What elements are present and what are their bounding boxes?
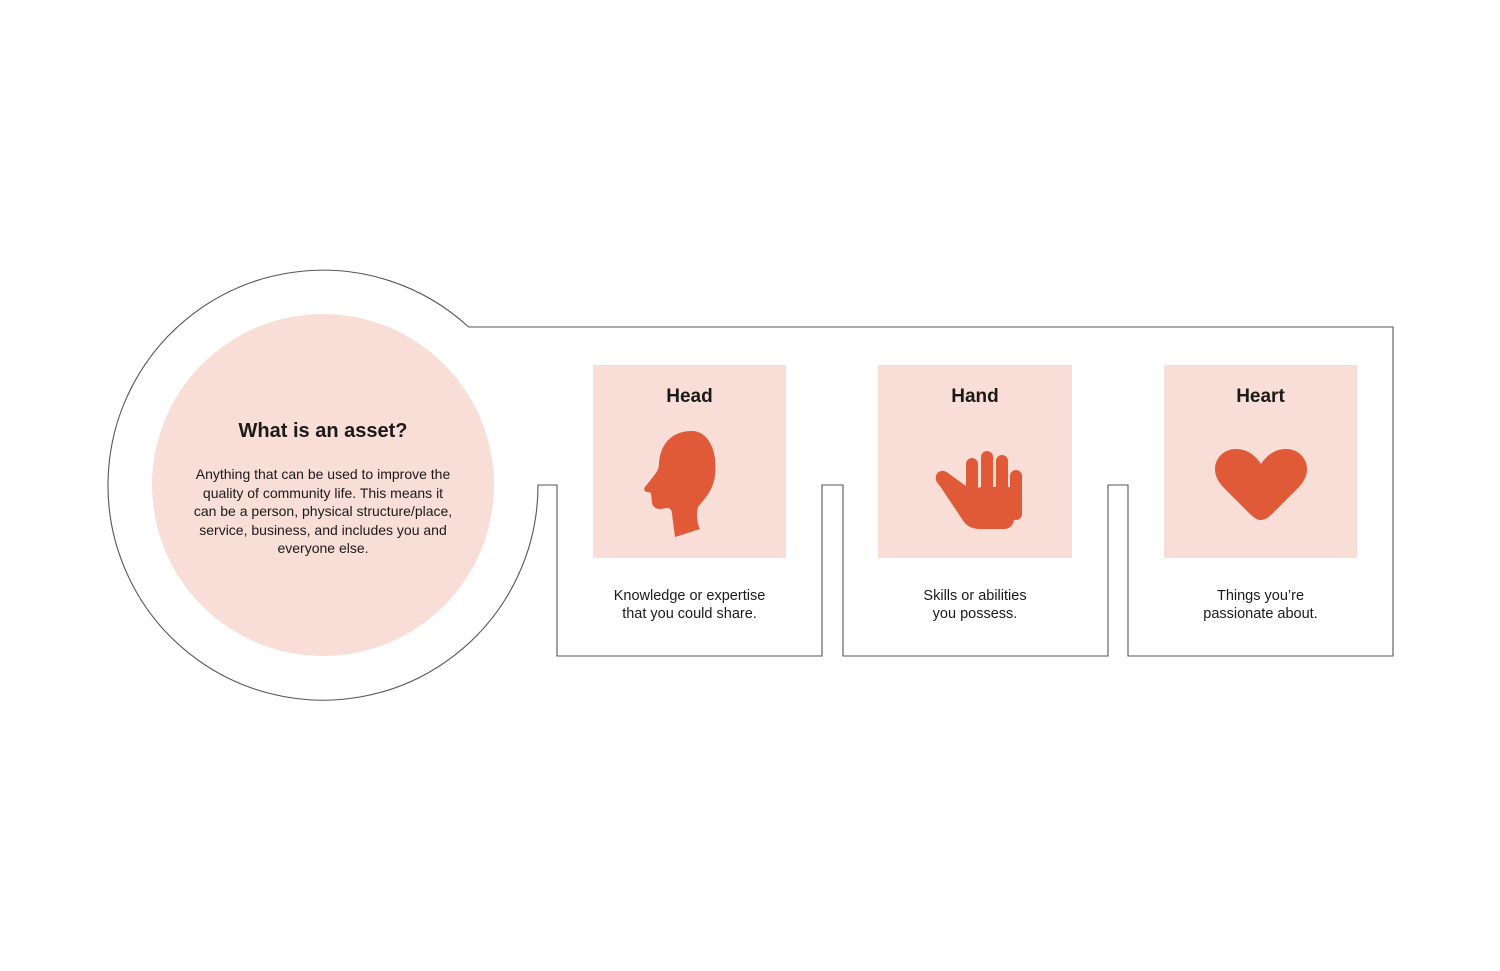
hand-title: Hand — [951, 386, 999, 407]
hand-caption-line-1: Skills or abilities — [923, 588, 1027, 604]
hand-tile: Hand — [878, 365, 1072, 558]
heart-caption: Things you’re passionate about. — [1136, 587, 1386, 623]
hand-caption: Skills or abilities you possess. — [850, 587, 1100, 623]
heart-title: Heart — [1236, 386, 1285, 407]
head-caption: Knowledge or expertise that you could sh… — [565, 587, 815, 623]
hand-caption-line-2: you possess. — [932, 606, 1018, 622]
intro-description: Anything that can be used to improve the… — [193, 466, 453, 557]
head-tile: Head — [593, 365, 786, 558]
heart-caption-line-1: Things you’re — [1216, 588, 1305, 604]
intro-title: What is an asset? — [238, 420, 408, 442]
heart-icon — [1214, 449, 1307, 520]
head-title: Head — [666, 386, 713, 407]
heart-caption-line-2: passionate about. — [1203, 606, 1318, 622]
head-profile-icon — [643, 431, 715, 537]
raised-hand-icon — [935, 451, 1022, 529]
head-caption-line-1: Knowledge or expertise — [613, 588, 766, 604]
intro-circle — [152, 314, 494, 656]
heart-tile: Heart — [1164, 365, 1357, 558]
head-caption-line-2: that you could share. — [622, 606, 757, 622]
